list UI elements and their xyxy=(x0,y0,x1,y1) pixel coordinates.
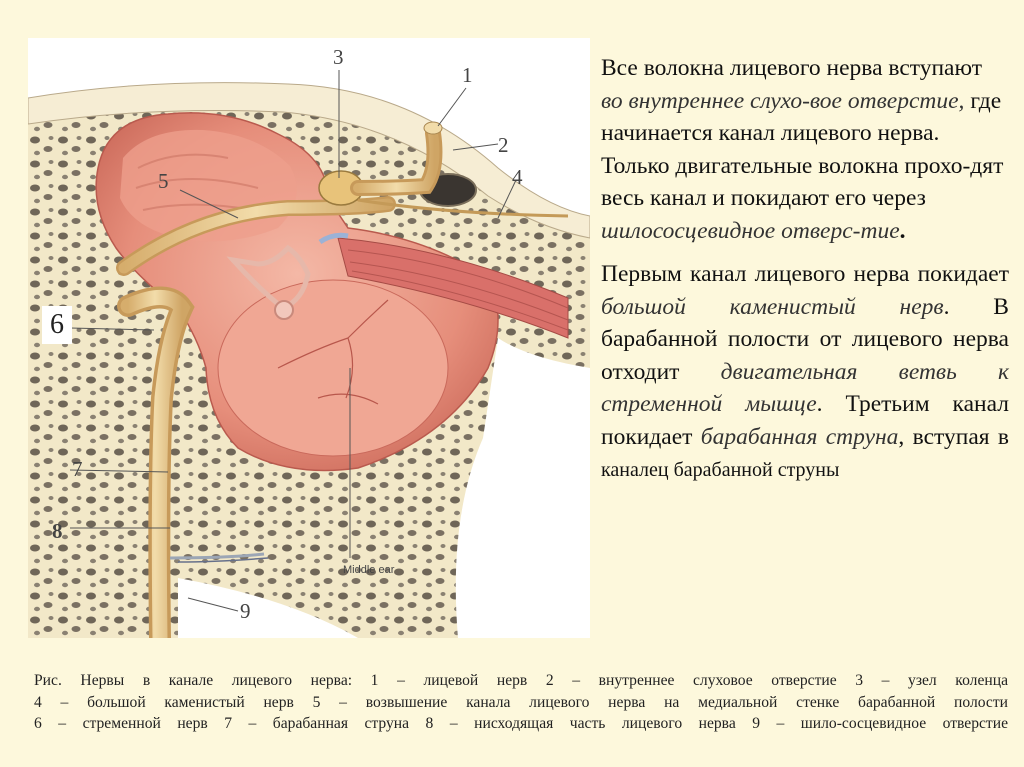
label-8: 8 xyxy=(52,519,63,543)
p1-text-c: где начинается канал лицевого нерва. Тол… xyxy=(601,87,1004,212)
p2-text-e: . Третьим канал покидает xyxy=(601,391,1009,450)
middle-ear-label: Middle ear xyxy=(343,564,395,576)
label-3: 3 xyxy=(333,45,344,69)
p2-text-canaliculus: каналец барабанной струны xyxy=(601,459,840,481)
paragraph-1: Все волокна лицевого нерва вступают во в… xyxy=(601,52,1009,247)
p2-text-c: . В барабанной полости от лицевого нерва… xyxy=(601,293,1009,385)
anatomy-figure: 3 1 2 4 5 7 8 9 Middle ear xyxy=(28,38,590,638)
label-7: 7 xyxy=(72,457,83,481)
p1-text-a: Все волокна лицевого нерва вступают xyxy=(601,55,982,81)
p2-italic-stapedius-branch: двигательная ветвь к стременной мышце xyxy=(601,358,1009,418)
figure-caption: Рис. Нервы в канале лицевого нерва: 1 – … xyxy=(34,670,1008,735)
paragraph-2: Первым канал лицевого нерва покидает бол… xyxy=(601,258,1009,487)
caption-line-2: 4 – большой каменистый нерв 5 – возвышен… xyxy=(34,693,1008,711)
p1-italic-stylomastoid: шилососцевидное отверс-тие xyxy=(601,217,900,244)
caption-line-1: Рис. Нервы в канале лицевого нерва: 1 – … xyxy=(34,672,1008,689)
label-1: 1 xyxy=(462,63,473,87)
label-6: 6 xyxy=(42,306,72,344)
label-5: 5 xyxy=(158,169,169,193)
label-2: 2 xyxy=(498,133,509,157)
anatomy-illustration: 3 1 2 4 5 7 8 9 Middle ear xyxy=(28,38,590,638)
p2-text-a: Первым канал лицевого нерва покидает xyxy=(601,261,1009,287)
p2-text-g: , вступая в xyxy=(898,423,1009,450)
text-column: Все волокна лицевого нерва вступают во в… xyxy=(601,52,1009,487)
label-9: 9 xyxy=(240,599,251,623)
label-4: 4 xyxy=(512,165,523,189)
p2-italic-chorda: барабанная струна xyxy=(700,423,899,450)
p1-text-end: . xyxy=(899,217,906,244)
p2-italic-petrosal: большой каменистый нерв xyxy=(601,293,944,320)
p1-italic-internal-meatus: во внутреннее слухо-вое отверстие, xyxy=(601,87,965,114)
caption-line-3: 6 – стременной нерв 7 – барабанная струн… xyxy=(34,715,1008,732)
